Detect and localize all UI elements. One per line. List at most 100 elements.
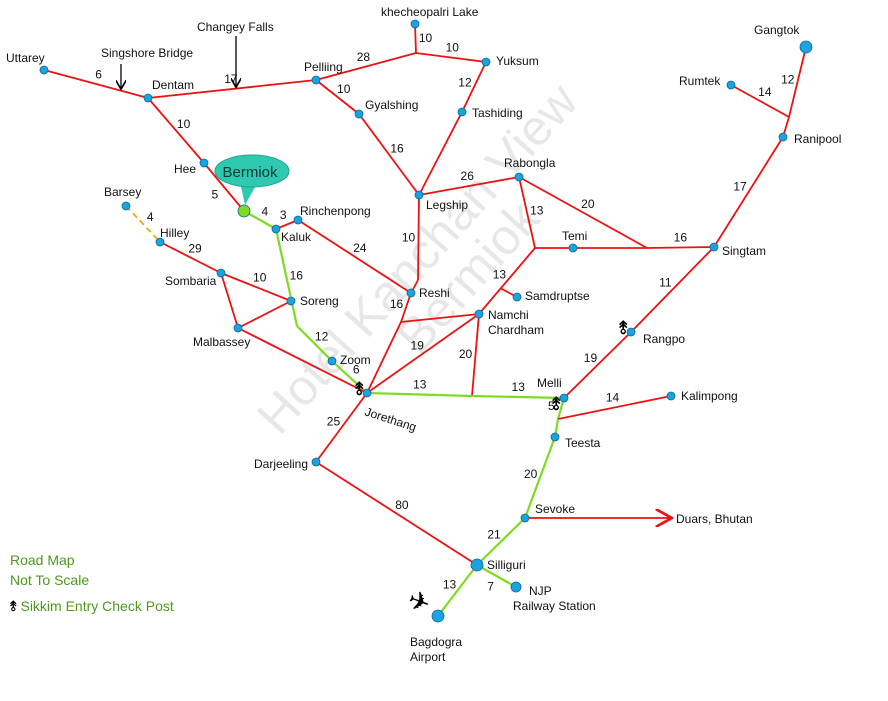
place-label-njp[interactable]: NJP — [529, 584, 552, 598]
airplane-icon: ✈ — [404, 584, 435, 620]
place-marker-silliguri[interactable] — [470, 558, 484, 572]
place-label-khecheopalri[interactable]: khecheopalri Lake — [381, 5, 479, 19]
place-marker-hilley[interactable] — [155, 237, 165, 247]
place-label-rinchenpong[interactable]: Rinchenpong — [300, 204, 371, 218]
place-marker-yuksum[interactable] — [481, 57, 491, 67]
place-label-kaluk[interactable]: Kaluk — [281, 230, 312, 244]
road-tj2-singtam — [646, 246, 715, 249]
distance-label: 10 — [402, 230, 416, 244]
place-marker-dentam[interactable] — [143, 93, 153, 103]
place-label-ranipool[interactable]: Ranipool — [794, 132, 841, 146]
place-marker-reshi[interactable] — [406, 288, 416, 298]
distance-label: 29 — [188, 242, 202, 256]
place-label-namchi[interactable]: Namchi — [488, 308, 529, 322]
place-marker-rumtek[interactable] — [726, 80, 736, 90]
place-label-singtam[interactable]: Singtam — [722, 244, 766, 258]
place-marker-sevoke[interactable] — [520, 513, 530, 523]
place-marker-kalimpong[interactable] — [666, 391, 676, 401]
place-marker-rabongla[interactable] — [514, 172, 524, 182]
place-label-kalimpong[interactable]: Kalimpong — [681, 389, 738, 403]
place-label-hee[interactable]: Hee — [174, 162, 196, 176]
place-label-gyalshing[interactable]: Gyalshing — [365, 98, 418, 112]
place-marker-singtam[interactable] — [709, 242, 719, 252]
place-label-bagdogra[interactable]: Bagdogra — [410, 635, 462, 649]
distance-label: 13 — [512, 380, 526, 394]
place-label-rumtek[interactable]: Rumtek — [679, 74, 721, 88]
place-marker-bagdogra[interactable] — [431, 609, 445, 623]
place-marker-teesta[interactable] — [550, 432, 560, 442]
road-kaluk-zb — [274, 228, 299, 327]
place-label-melli[interactable]: Melli — [537, 376, 562, 390]
place-label-darjeeling[interactable]: Darjeeling — [254, 457, 308, 471]
place-label-barsey[interactable]: Barsey — [104, 185, 141, 199]
place-marker-darjeeling[interactable] — [311, 457, 321, 467]
place-marker-zoom[interactable] — [327, 356, 337, 366]
pointer-singshore-bridge: Singshore Bridge — [101, 46, 193, 60]
place-marker-gangtok[interactable] — [799, 40, 813, 54]
place-marker-tashiding[interactable] — [457, 107, 467, 117]
place-marker-melli[interactable] — [559, 393, 569, 403]
place-label-zoom[interactable]: Zoom — [340, 353, 371, 367]
place-marker-gyalshing[interactable] — [354, 109, 364, 119]
place-label-silliguri[interactable]: Silliguri — [487, 558, 526, 572]
road-tashiding-legship — [418, 111, 463, 196]
place-marker-soreng[interactable] — [286, 296, 296, 306]
place-marker-samdruptse[interactable] — [512, 292, 522, 302]
distance-label: 20 — [581, 197, 595, 211]
place-marker-namchi[interactable] — [474, 309, 484, 319]
place-label-pelliing[interactable]: Pelliing — [304, 60, 343, 74]
place-label-tashiding[interactable]: Tashiding — [472, 106, 523, 120]
road-namchi-mid — [471, 313, 480, 397]
place-marker-uttarey[interactable] — [39, 65, 49, 75]
place-label-uttarey[interactable]: Uttarey — [6, 51, 45, 65]
place-label-sombaria[interactable]: Sombaria — [165, 274, 217, 288]
bermiok-callout[interactable]: Bermiok — [214, 154, 290, 205]
legend-check-post: ⥉ Sikkim Entry Check Post — [10, 598, 174, 615]
place-marker-ranipool[interactable] — [778, 132, 788, 142]
distance-label: 10 — [419, 31, 433, 45]
distance-label: 10 — [337, 82, 351, 96]
place-label-samdruptse[interactable]: Samdruptse — [525, 289, 590, 303]
place-marker-temi[interactable] — [568, 243, 578, 253]
place-marker-barsey[interactable] — [121, 201, 131, 211]
place-marker-njp[interactable] — [510, 581, 522, 593]
road-jorethang-darjeeling — [315, 392, 368, 463]
place-label-teesta[interactable]: Teesta — [565, 436, 601, 450]
place-marker-pelliing[interactable] — [311, 75, 321, 85]
place-marker-jorethang[interactable] — [362, 388, 372, 398]
road-rangpo-melli — [563, 331, 632, 399]
distance-label: 24 — [353, 241, 367, 255]
check-post-icon: ⥉ — [619, 318, 628, 338]
place-marker-khecheopalri[interactable] — [410, 19, 420, 29]
place-marker-sombaria[interactable] — [216, 268, 226, 278]
place-label-rangpo[interactable]: Rangpo — [643, 332, 685, 346]
distance-label: 13 — [443, 577, 457, 591]
distance-label: 20 — [524, 467, 538, 481]
place-marker-hee[interactable] — [199, 158, 209, 168]
place-label-soreng[interactable]: Soreng — [300, 294, 339, 308]
place-label-dentam[interactable]: Dentam — [152, 78, 194, 92]
place-label-temi[interactable]: Temi — [562, 229, 587, 243]
place-label-sevoke[interactable]: Sevoke — [535, 502, 575, 516]
place-label-malbassey[interactable]: Malbassey — [193, 335, 250, 349]
place-label-duars[interactable]: Duars, Bhutan — [676, 512, 753, 526]
place-marker-malbassey[interactable] — [233, 323, 243, 333]
place-label-gangtok[interactable]: Gangtok — [754, 23, 800, 37]
place-label-hilley[interactable]: Hilley — [160, 226, 189, 240]
place-marker-bermiok[interactable] — [237, 204, 251, 218]
road-yuksum-tashiding — [461, 61, 487, 113]
place-label-reshi[interactable]: Reshi — [419, 286, 450, 300]
distance-label: 4 — [147, 210, 154, 224]
place-marker-legship[interactable] — [414, 190, 424, 200]
place-marker-rinchenpong[interactable] — [293, 215, 303, 225]
road-gyalshing-legship — [358, 113, 420, 196]
distance-label: 5 — [548, 399, 555, 413]
road-kj-khecheopalri — [414, 23, 417, 54]
place-marker-kaluk[interactable] — [271, 224, 281, 234]
place-label-rabongla[interactable]: Rabongla — [504, 156, 556, 170]
place-label-jorethang[interactable]: Jorethang — [363, 405, 418, 435]
distance-label: 16 — [290, 268, 304, 282]
place-marker-rangpo[interactable] — [626, 327, 636, 337]
place-label-yuksum[interactable]: Yuksum — [496, 54, 539, 68]
place-label-legship[interactable]: Legship — [426, 198, 468, 212]
